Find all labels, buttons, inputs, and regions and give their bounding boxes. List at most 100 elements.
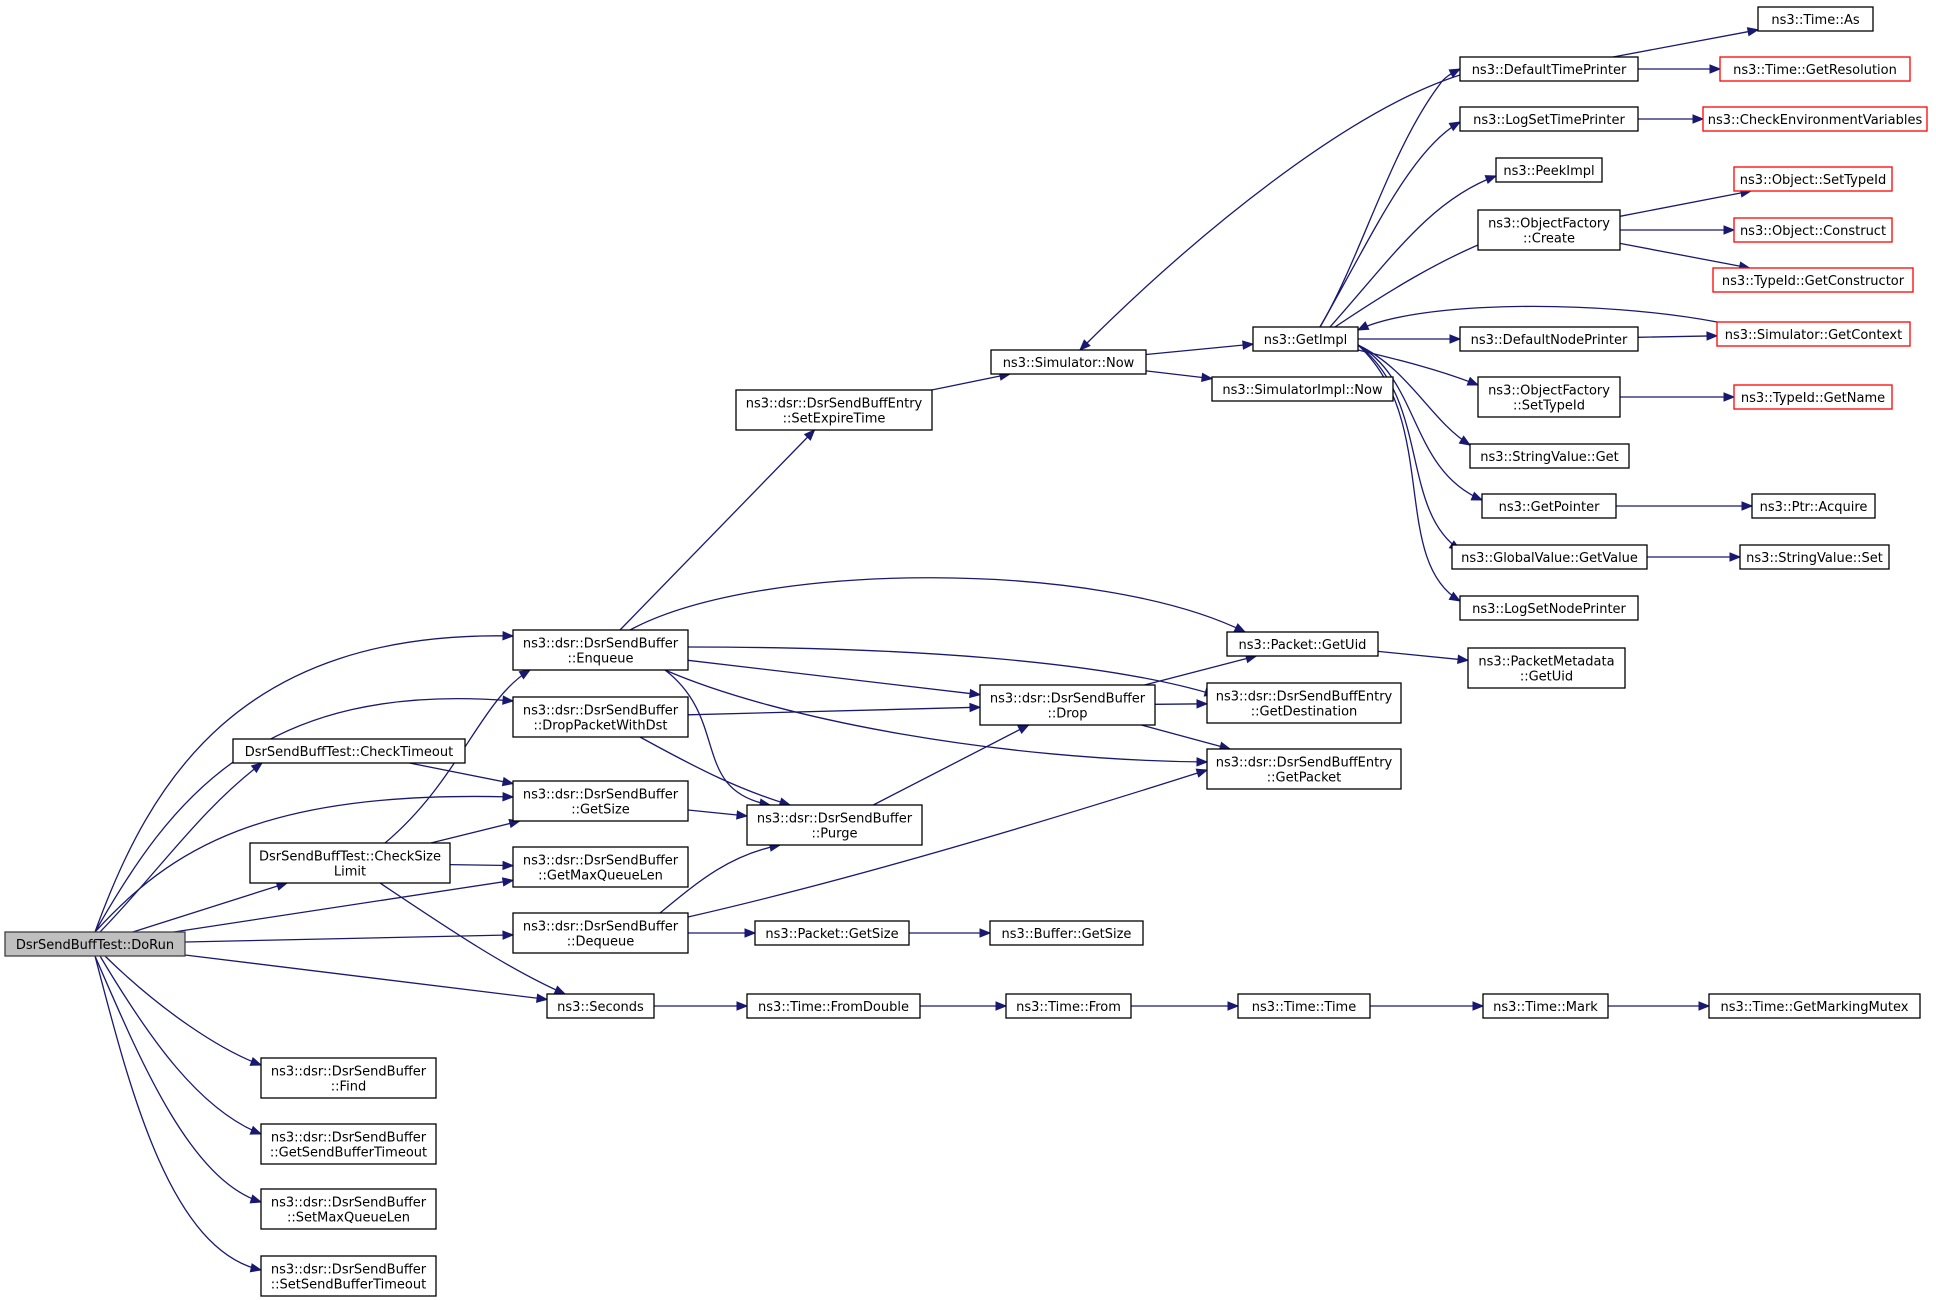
- node-simGetContext[interactable]: ns3::Simulator::GetContext: [1716, 321, 1911, 347]
- node-label: ns3::TypeId::GetName: [1741, 391, 1885, 406]
- node-label: ns3::dsr::DsrSendBuffer: [271, 1065, 427, 1080]
- node-label: ns3::Seconds: [557, 1000, 644, 1015]
- node-getImpl[interactable]: ns3::GetImpl: [1252, 326, 1359, 352]
- node-timeAs[interactable]: ns3::Time::As: [1757, 6, 1874, 32]
- node-dequeue[interactable]: ns3::dsr::DsrSendBuffer::Dequeue: [512, 912, 689, 954]
- node-dropPktDst[interactable]: ns3::dsr::DsrSendBuffer::DropPacketWithD…: [512, 696, 689, 738]
- node-find[interactable]: ns3::dsr::DsrSendBuffer::Find: [260, 1057, 437, 1099]
- node-label: ns3::GetImpl: [1264, 333, 1348, 348]
- arrowhead: [1242, 340, 1255, 350]
- arrowhead: [1448, 121, 1462, 132]
- edge-line: [629, 577, 1246, 633]
- node-setExpireTime[interactable]: ns3::dsr::DsrSendBuffEntry::SetExpireTim…: [735, 389, 933, 431]
- edge-setExpireTime-to-simNow: [931, 371, 1012, 391]
- node-stringValueGet[interactable]: ns3::StringValue::Get: [1469, 443, 1630, 469]
- node-checkEnvVars[interactable]: ns3::CheckEnvironmentVariables: [1702, 106, 1928, 132]
- arrowhead: [249, 1125, 263, 1135]
- node-objConstruct[interactable]: ns3::Object::Construct: [1733, 217, 1893, 243]
- node-getMaxQueueLen[interactable]: ns3::dsr::DsrSendBuffer::GetMaxQueueLen: [512, 846, 689, 888]
- node-setSendBufferTimeout[interactable]: ns3::dsr::DsrSendBuffer::SetSendBufferTi…: [260, 1255, 437, 1297]
- node-stringValueSet[interactable]: ns3::StringValue::Set: [1739, 544, 1890, 570]
- node-label: ns3::dsr::DsrSendBuffEntry: [1216, 690, 1393, 705]
- arrowhead: [502, 860, 515, 871]
- node-objFactorySetTypeId[interactable]: ns3::ObjectFactory::SetTypeId: [1477, 376, 1621, 418]
- node-packetGetUid[interactable]: ns3::Packet::GetUid: [1226, 631, 1379, 657]
- node-enqueue[interactable]: ns3::dsr::DsrSendBuffer::Enqueue: [512, 629, 689, 671]
- node-defaultTimePrinter[interactable]: ns3::DefaultTimePrinter: [1459, 56, 1639, 82]
- node-objSetTypeId[interactable]: ns3::Object::SetTypeId: [1733, 166, 1893, 192]
- node-typeIdGetName[interactable]: ns3::TypeId::GetName: [1733, 384, 1893, 410]
- arrowhead: [1227, 1001, 1240, 1011]
- node-timeFrom[interactable]: ns3::Time::From: [1005, 993, 1132, 1019]
- edge-line: [1144, 655, 1257, 686]
- node-box: [512, 912, 689, 954]
- arrowhead: [501, 776, 515, 787]
- node-box: [1451, 544, 1648, 570]
- node-globalValueGetValue[interactable]: ns3::GlobalValue::GetValue: [1451, 544, 1648, 570]
- node-simImplNow[interactable]: ns3::SimulatorImpl::Now: [1211, 376, 1394, 402]
- edge-checkSizeLimit-to-enqueue: [384, 669, 532, 844]
- node-label: DsrSendBuffTest::CheckSize: [259, 850, 441, 865]
- node-getMarkingMutex[interactable]: ns3::Time::GetMarkingMutex: [1708, 993, 1921, 1019]
- edge-line: [1357, 344, 1471, 446]
- node-label: ::GetDestination: [1251, 705, 1358, 720]
- arrowhead: [1196, 757, 1209, 767]
- node-getPacket[interactable]: ns3::dsr::DsrSendBuffEntry::GetPacket: [1206, 748, 1402, 790]
- node-label: ns3::Time::From: [1016, 1000, 1121, 1015]
- edge-line: [94, 955, 262, 1271]
- node-seconds[interactable]: ns3::Seconds: [546, 993, 655, 1019]
- edge-objFactoryCreate-to-objSetTypeId: [1619, 188, 1753, 217]
- arrowhead: [249, 1263, 263, 1273]
- node-setMaxQueueLen[interactable]: ns3::dsr::DsrSendBuffer::SetMaxQueueLen: [260, 1188, 437, 1230]
- node-simNow[interactable]: ns3::Simulator::Now: [990, 349, 1147, 375]
- edge-line: [184, 954, 548, 1001]
- node-box: [1206, 748, 1402, 790]
- node-box: [1459, 56, 1639, 82]
- arrowhead: [1698, 1001, 1711, 1011]
- edge-line: [1079, 74, 1461, 351]
- node-bufferGetSize[interactable]: ns3::Buffer::GetSize: [989, 920, 1144, 946]
- node-box: [512, 629, 689, 671]
- node-label: ns3::dsr::DsrSendBuffer: [271, 1196, 427, 1211]
- node-getDestination[interactable]: ns3::dsr::DsrSendBuffEntry::GetDestinati…: [1206, 682, 1402, 724]
- node-timeTime[interactable]: ns3::Time::Time: [1237, 993, 1371, 1019]
- node-logSetNodePrinter[interactable]: ns3::LogSetNodePrinter: [1459, 595, 1639, 621]
- node-getSendBufferTimeout[interactable]: ns3::dsr::DsrSendBuffer::GetSendBufferTi…: [260, 1123, 437, 1165]
- node-timeMark[interactable]: ns3::Time::Mark: [1482, 993, 1609, 1019]
- node-purge[interactable]: ns3::dsr::DsrSendBuffer::Purge: [746, 804, 923, 846]
- edge-getImpl-to-getPointer: [1357, 344, 1484, 501]
- node-peekImpl[interactable]: ns3::PeekImpl: [1495, 157, 1603, 183]
- node-packetGetSize[interactable]: ns3::Packet::GetSize: [754, 920, 910, 946]
- node-fromDouble[interactable]: ns3::Time::FromDouble: [746, 993, 921, 1019]
- edge-dequeue-to-packetGetSize: [688, 928, 757, 938]
- arrowhead: [979, 928, 992, 938]
- node-defaultNodePrinter[interactable]: ns3::DefaultNodePrinter: [1459, 326, 1639, 352]
- node-box: [260, 1255, 437, 1297]
- node-getSize[interactable]: ns3::dsr::DsrSendBuffer::GetSize: [512, 780, 689, 822]
- node-checkTimeout[interactable]: DsrSendBuffTest::CheckTimeout: [232, 738, 466, 764]
- node-label: ns3::Ptr::Acquire: [1760, 500, 1868, 515]
- node-objFactoryCreate[interactable]: ns3::ObjectFactory::Create: [1477, 209, 1621, 251]
- node-box: [1739, 544, 1890, 570]
- node-label: ::Enqueue: [568, 652, 634, 667]
- arrowhead: [1746, 27, 1760, 37]
- node-label: ns3::StringValue::Set: [1746, 551, 1883, 566]
- node-getResolution[interactable]: ns3::Time::GetResolution: [1719, 56, 1911, 82]
- node-logSetTimePrinter[interactable]: ns3::LogSetTimePrinter: [1459, 106, 1639, 132]
- node-pktMetaGetUid[interactable]: ns3::PacketMetadata::GetUid: [1467, 647, 1626, 689]
- edge-getImpl-to-defaultTimePrinter: [1319, 68, 1462, 328]
- node-root[interactable]: DsrSendBuffTest::DoRun: [4, 931, 186, 957]
- node-typeIdGetCtor[interactable]: ns3::TypeId::GetConstructor: [1712, 267, 1914, 293]
- node-box: [260, 1188, 437, 1230]
- node-label: ns3::dsr::DsrSendBuffer: [523, 637, 679, 652]
- node-label: ns3::CheckEnvironmentVariables: [1708, 113, 1923, 128]
- edge-fromDouble-to-timeFrom: [920, 1001, 1008, 1011]
- edge-getImpl-to-peekImpl: [1329, 175, 1498, 328]
- node-ptrAcquire[interactable]: ns3::Ptr::Acquire: [1751, 493, 1876, 519]
- node-box: [1237, 993, 1371, 1019]
- edge-root-to-enqueue: [94, 631, 515, 933]
- edge-root-to-setMaxQueueLen: [94, 955, 263, 1204]
- node-drop[interactable]: ns3::dsr::DsrSendBuffer::Drop: [979, 684, 1156, 726]
- node-getPointer[interactable]: ns3::GetPointer: [1481, 493, 1617, 519]
